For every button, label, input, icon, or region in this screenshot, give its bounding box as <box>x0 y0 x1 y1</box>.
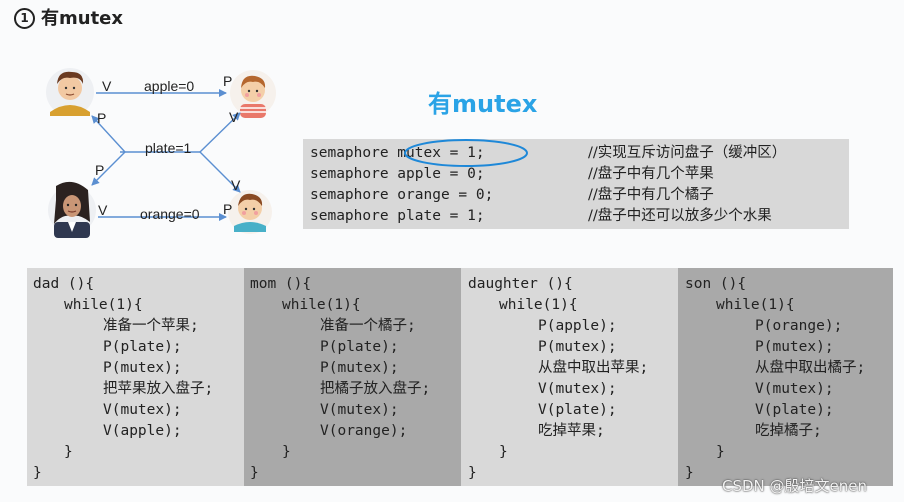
label-mom-v: V <box>98 202 108 218</box>
code-line: } <box>716 444 725 460</box>
code-line: P(apple); <box>538 318 617 334</box>
sem-comment-plate: //盘子中还可以放多少个水果 <box>588 208 772 224</box>
code-line: V(apple); <box>103 423 182 439</box>
code-line: P(plate); <box>320 339 399 355</box>
code-line: } <box>282 444 291 460</box>
code-line: V(mutex); <box>538 381 617 397</box>
sem-comment-orange: //盘子中有几个橘子 <box>588 187 714 203</box>
label-dad-v: V <box>102 78 112 94</box>
code-line: P(mutex); <box>320 360 399 376</box>
code-line: 准备一个苹果; <box>103 318 199 334</box>
semaphore-declarations: semaphore mutex = 1; //实现互斥访问盘子（缓冲区） sem… <box>303 139 849 229</box>
code-line: V(mutex); <box>103 402 182 418</box>
label-dad-p: P <box>97 110 106 126</box>
diagram-arrows <box>91 89 241 221</box>
son-avatar-top <box>230 70 276 118</box>
label-apple-count: apple=0 <box>144 78 194 94</box>
code-line: 从盘中取出橘子; <box>755 360 866 376</box>
code-line: 吃掉苹果; <box>538 423 605 439</box>
code-line: P(orange); <box>755 318 843 334</box>
son-avatar-bottom <box>228 190 272 234</box>
code-line: V(orange); <box>320 423 408 439</box>
code-line: while(1){ <box>64 297 143 313</box>
arrow-plate-to-son-bottom <box>199 151 241 193</box>
son-code-block: son (){ while(1){ P(orange); P(mutex); 从… <box>678 268 893 486</box>
label-son-v: V <box>229 109 239 125</box>
arrow-plate-to-mom <box>91 151 126 186</box>
code-line: P(mutex); <box>103 360 182 376</box>
sem-comment-mutex: //实现互斥访问盘子（缓冲区） <box>588 145 787 161</box>
sem-decl-orange: semaphore orange = 0; <box>310 187 494 203</box>
watermark: CSDN @殷培文enen <box>722 477 868 495</box>
mutex-title: 有mutex <box>428 90 538 118</box>
sem-decl-plate: semaphore plate = 1; <box>310 208 485 224</box>
code-line: 从盘中取出苹果; <box>538 360 649 376</box>
code-line: } <box>250 465 259 481</box>
code-line: V(mutex); <box>755 381 834 397</box>
code-line: 把橘子放入盘子; <box>320 381 431 397</box>
dad-code-block: dad (){ while(1){ 准备一个苹果; P(plate); P(mu… <box>27 268 244 486</box>
label-son-bottom-p: P <box>223 201 232 217</box>
code-line: P(mutex); <box>538 339 617 355</box>
label-plate-count: plate=1 <box>145 140 192 156</box>
code-line: daughter (){ <box>468 276 573 292</box>
mom-code-block: mom (){ while(1){ 准备一个橘子; P(plate); P(mu… <box>244 268 461 486</box>
label-orange-count: orange=0 <box>140 206 200 222</box>
code-line: V(plate); <box>538 402 617 418</box>
sem-decl-apple: semaphore apple = 0; <box>310 166 485 182</box>
code-line: dad (){ <box>33 276 95 292</box>
dad-avatar <box>46 68 94 116</box>
label-son-p: P <box>223 73 232 89</box>
sem-comment-apple: //盘子中有几个苹果 <box>588 166 714 182</box>
code-line: mom (){ <box>250 276 312 292</box>
code-line: 准备一个橘子; <box>320 318 416 334</box>
mutex-highlight-ring <box>404 139 528 167</box>
code-line: son (){ <box>685 276 747 292</box>
circled-number: 1 <box>14 8 35 29</box>
arrow-plate-to-son-top <box>199 112 241 153</box>
code-line: } <box>499 444 508 460</box>
code-line: } <box>685 465 694 481</box>
code-line: } <box>64 444 73 460</box>
code-line: } <box>468 465 477 481</box>
arrow-plate-to-dad <box>91 115 126 153</box>
code-line: } <box>33 465 42 481</box>
heading-text: 有mutex <box>41 8 123 29</box>
code-line: P(plate); <box>103 339 182 355</box>
code-line: 吃掉橘子; <box>755 423 822 439</box>
code-line: P(mutex); <box>755 339 834 355</box>
mom-avatar <box>48 181 96 238</box>
code-line: while(1){ <box>499 297 578 313</box>
code-line: V(plate); <box>755 402 834 418</box>
code-line: while(1){ <box>282 297 361 313</box>
code-line: V(mutex); <box>320 402 399 418</box>
daughter-code-block: daughter (){ while(1){ P(apple); P(mutex… <box>461 268 678 486</box>
label-son-bottom-v: V <box>231 177 241 193</box>
code-line: 把苹果放入盘子; <box>103 381 214 397</box>
code-line: while(1){ <box>716 297 795 313</box>
label-daughter-p: P <box>95 162 104 178</box>
section-heading: 1 有mutex <box>14 4 123 30</box>
